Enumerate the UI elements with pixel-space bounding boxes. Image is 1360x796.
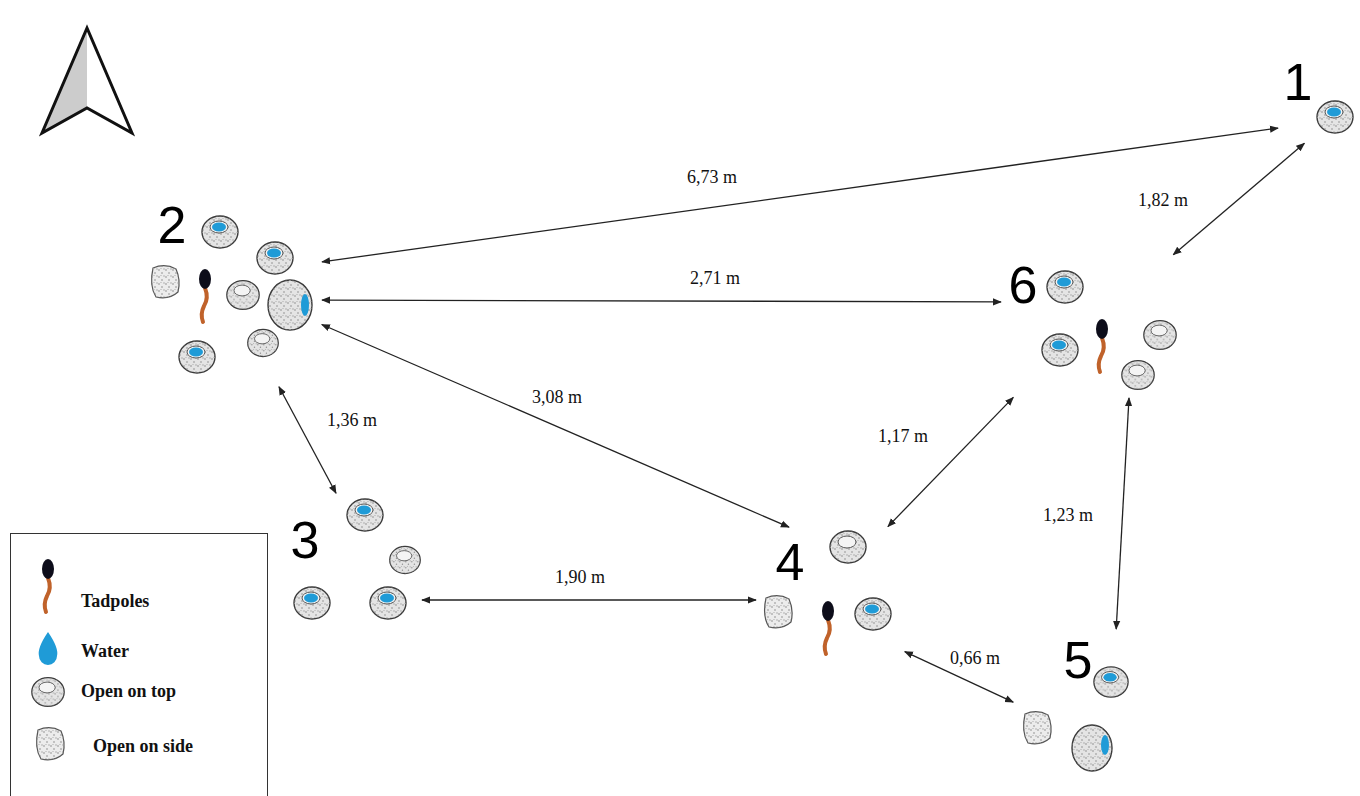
rock-open-side-water [268,280,312,330]
site-number: 5 [1064,634,1093,686]
distance-arrow [422,599,756,600]
legend-text: Open on side [93,736,193,756]
rock-open-top-water [1047,271,1083,303]
distance-label: 3,08 m [530,387,584,407]
rock-open-side-water [1072,725,1112,771]
site-cluster: 5 [1015,631,1135,772]
tadpole-symbol [1096,319,1108,372]
distance-arrow [322,128,1278,262]
distance-arrow [322,325,789,528]
site-cluster: 4 [758,528,903,680]
rock-open-top [227,281,259,310]
legend-tadpole-icon [42,559,54,612]
legend-text: Open on top [81,681,176,701]
distance-arrow [279,387,336,493]
rock-open-top [1122,361,1154,390]
legend-open-side-icon [37,728,65,760]
rock-open-top-water [202,216,238,248]
rock-open-top-water [1317,101,1353,133]
distance-arrow [1173,143,1304,254]
site-number: 4 [776,536,805,588]
rock-open-top-water [257,242,293,274]
north-arrow [42,28,132,133]
distance-arrow [1116,398,1129,629]
rock-open-top-water [855,598,891,630]
distance-label: 1,82 m [1136,190,1190,210]
distance-label: 1,90 m [553,567,607,587]
site-cluster: 6 [1003,256,1190,396]
rock-open-top-water [179,341,215,373]
site-number: 2 [158,199,187,251]
rock-open-top-water [1094,667,1128,697]
tadpole-symbol [822,601,834,654]
site-number: 1 [1284,56,1313,108]
rock-open-side [765,596,793,628]
legend-water-icon [39,632,58,665]
distance-arrow [888,397,1013,526]
rock-open-top [1144,321,1176,350]
legend: TadpolesWaterOpen on topOpen on side [10,533,268,796]
rock-open-side [152,266,180,298]
distance-arrow [322,300,1001,302]
distance-label: 6,73 m [685,167,739,187]
site-cluster: 1 [1280,53,1360,142]
rock-open-side [1024,712,1052,744]
site-cluster: 3 [285,495,420,630]
rock-open-top-water [347,499,383,531]
tadpole-symbol [199,269,211,322]
rock-open-top [830,531,866,563]
rock-open-top-water [370,587,406,619]
site-cluster: 2 [148,196,320,385]
distance-label: 1,23 m [1041,505,1095,525]
site-number: 6 [1009,259,1038,311]
rock-open-top [390,546,421,573]
rock-open-top-water [1042,334,1078,366]
distance-label: 2,71 m [688,268,742,288]
legend-text: Tadpoles [81,591,149,611]
rock-open-top [248,329,279,356]
site-number: 3 [291,514,320,566]
distance-label: 0,66 m [948,648,1002,668]
legend-open-top-icon [32,678,64,707]
distance-label: 1,36 m [325,410,379,430]
distance-label: 1,17 m [876,426,930,446]
rock-open-top-water [294,587,330,619]
legend-text: Water [81,641,129,661]
